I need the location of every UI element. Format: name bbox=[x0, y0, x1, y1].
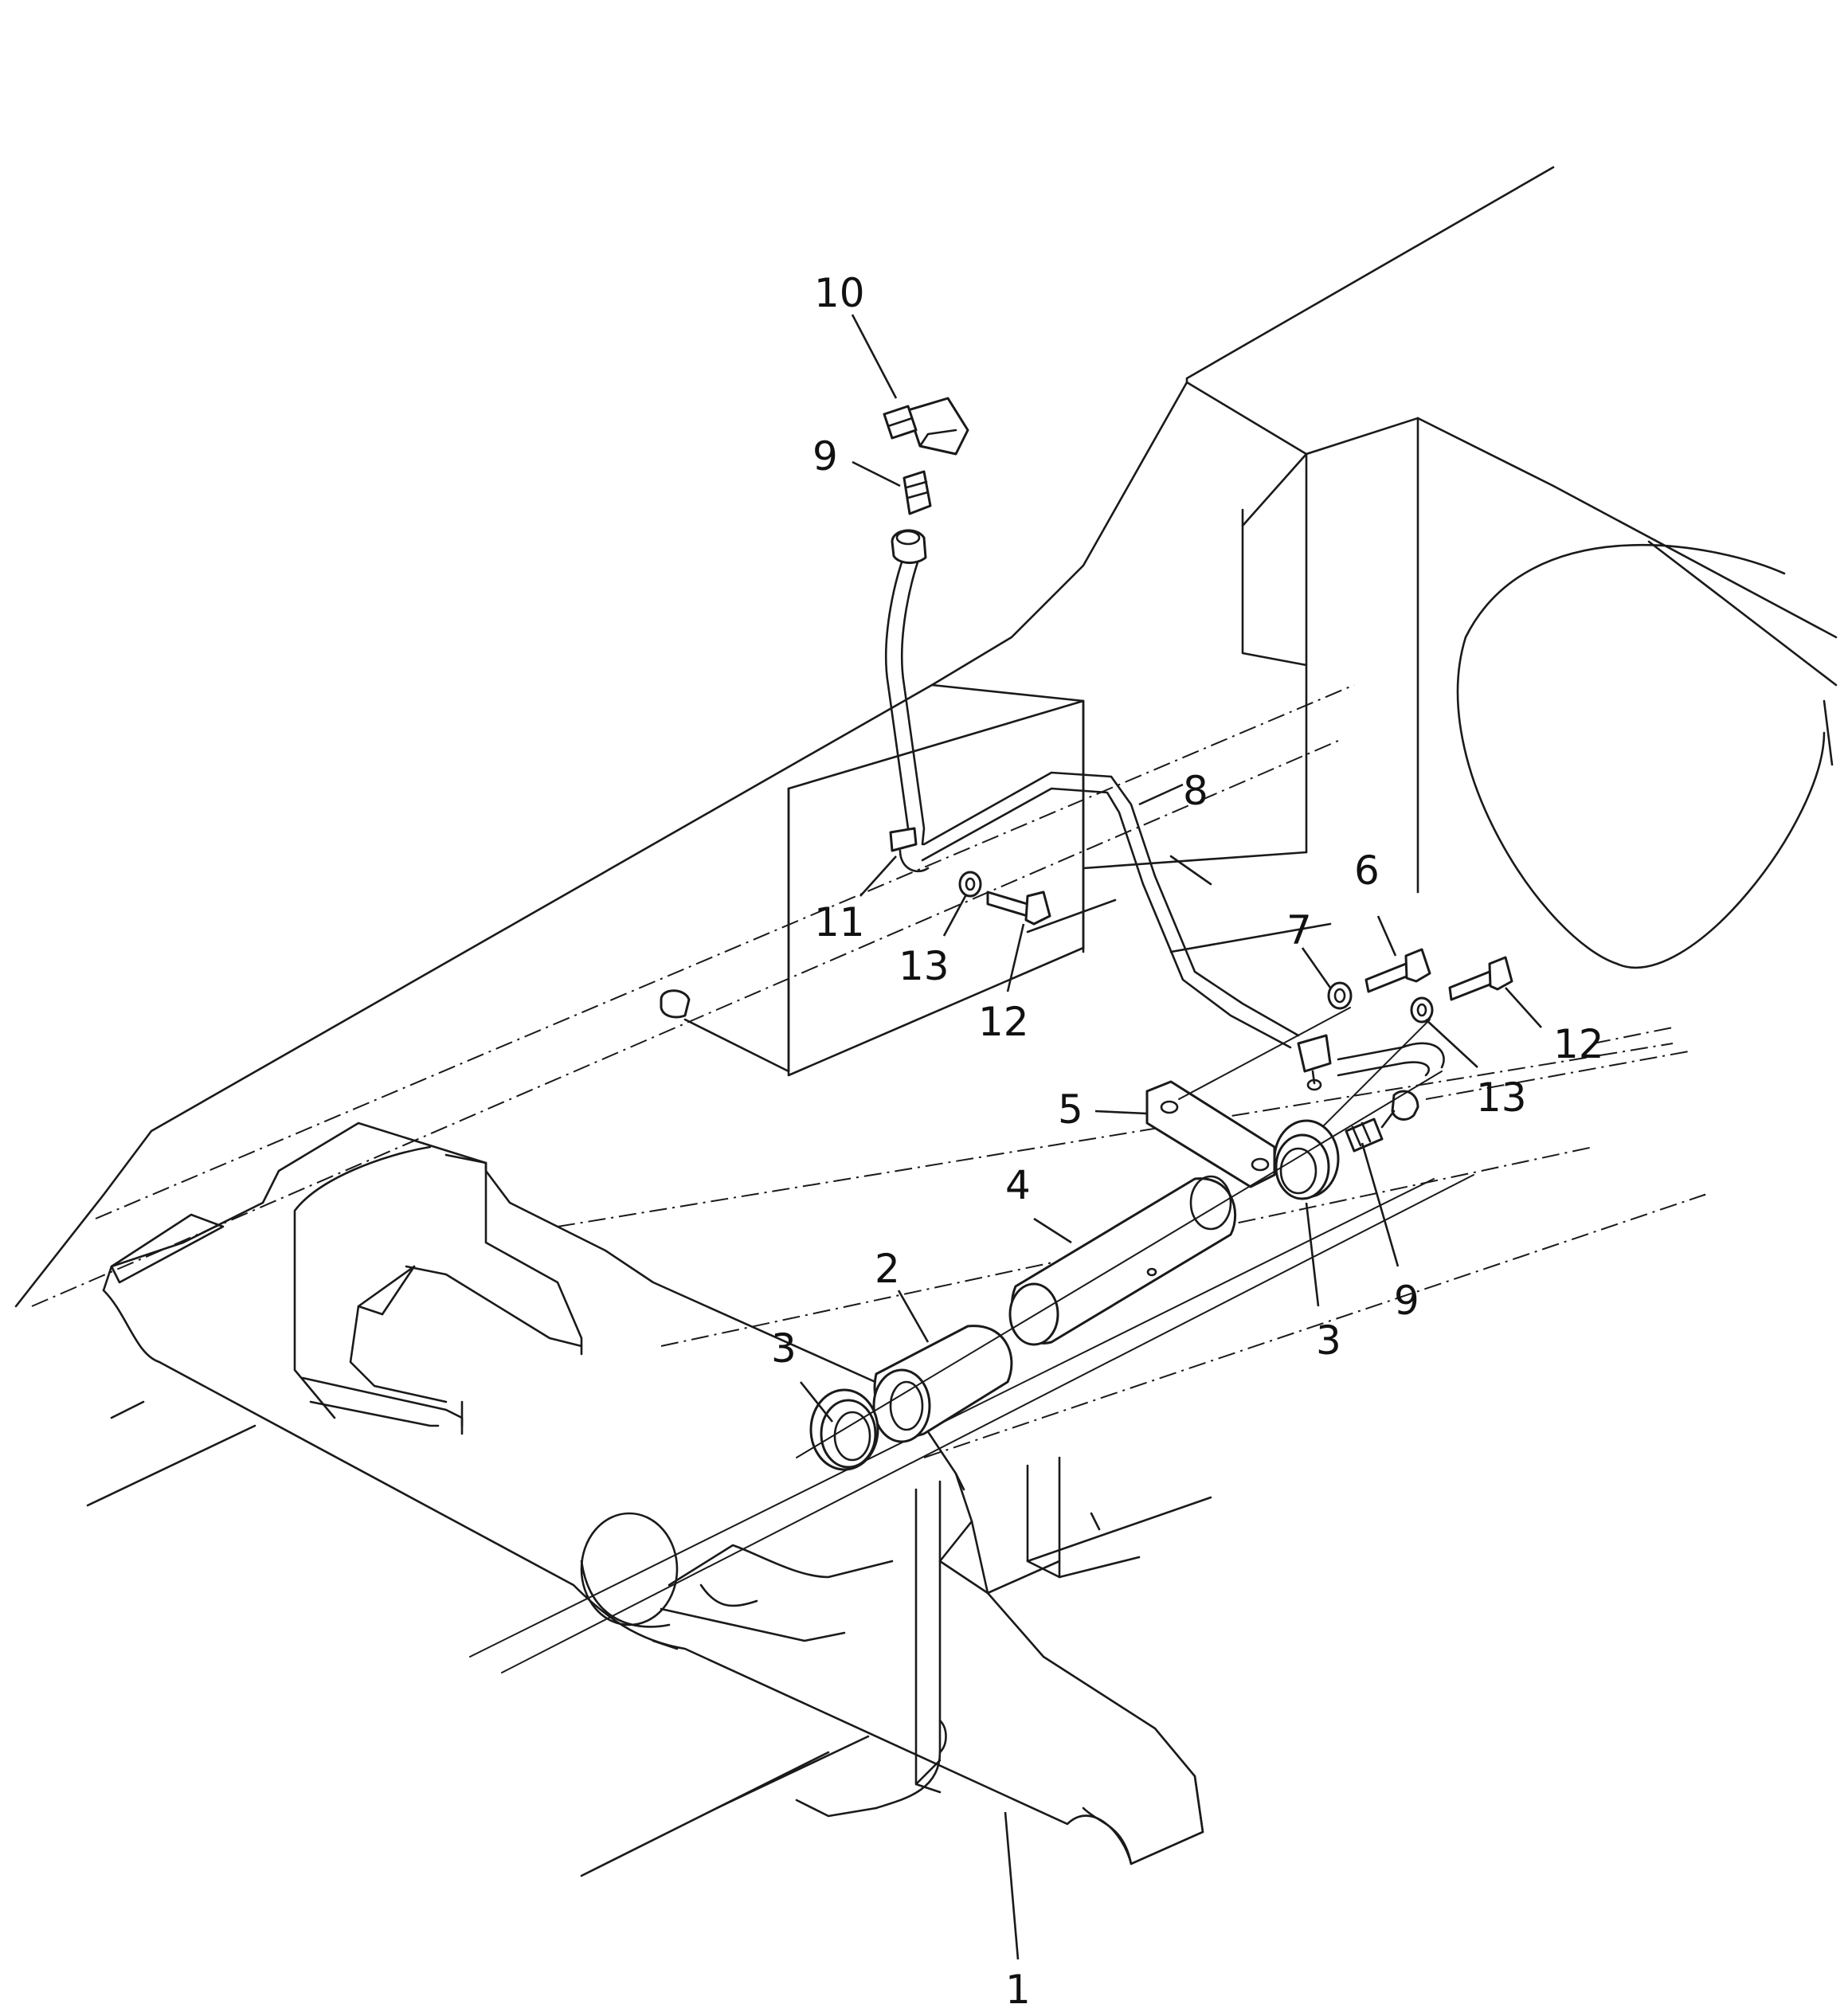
callout-11: 11 bbox=[814, 899, 865, 945]
pin-4 bbox=[1008, 1175, 1237, 1346]
callout-labels: 10 9 8 11 13 12 7 6 12 13 5 4 2 3 3 9 1 bbox=[771, 270, 1604, 2008]
callout-7: 7 bbox=[1286, 907, 1312, 953]
assembly-axis-line bbox=[796, 1071, 1443, 1458]
callout-3-right: 3 bbox=[1316, 1317, 1341, 1364]
washer-7 bbox=[1327, 981, 1353, 1010]
leader-lines bbox=[799, 314, 1542, 1960]
callout-9-top: 9 bbox=[812, 433, 838, 479]
callout-13-left: 13 bbox=[899, 943, 949, 989]
callout-8: 8 bbox=[1183, 768, 1208, 814]
callout-12-right: 12 bbox=[1553, 1021, 1604, 1067]
frame-body bbox=[14, 166, 1838, 1877]
callout-12-left: 12 bbox=[978, 999, 1029, 1045]
bolt-6 bbox=[1364, 948, 1431, 993]
tube-clip-lower bbox=[1297, 1034, 1332, 1091]
bolt-upper-right bbox=[1448, 956, 1513, 1001]
callout-3-left: 3 bbox=[771, 1325, 797, 1372]
tube-nut-top bbox=[891, 529, 927, 564]
callout-10: 10 bbox=[814, 270, 865, 316]
callout-6: 6 bbox=[1354, 847, 1380, 894]
callout-1: 1 bbox=[1005, 1967, 1031, 2008]
equalizer-frame bbox=[102, 1121, 1474, 1865]
callout-4: 4 bbox=[1005, 1162, 1031, 1208]
plug-cap bbox=[660, 989, 691, 1019]
grease-fitting-lower bbox=[1345, 1090, 1419, 1153]
callout-9-lower: 9 bbox=[1394, 1278, 1419, 1324]
grease-fitting-top bbox=[883, 397, 969, 456]
washer-upper-left bbox=[958, 871, 982, 898]
bolt-upper-left bbox=[986, 890, 1051, 926]
lock-plate bbox=[1145, 1007, 1431, 1188]
callout-5: 5 bbox=[1058, 1086, 1083, 1133]
callout-13-right: 13 bbox=[1476, 1074, 1527, 1121]
adapter-top bbox=[902, 470, 932, 515]
washer-right bbox=[1410, 996, 1434, 1024]
seal-ring-right bbox=[1273, 1119, 1340, 1200]
tube-clip bbox=[889, 827, 930, 873]
callout-2: 2 bbox=[875, 1246, 900, 1292]
bushing-2 bbox=[872, 1325, 1013, 1443]
